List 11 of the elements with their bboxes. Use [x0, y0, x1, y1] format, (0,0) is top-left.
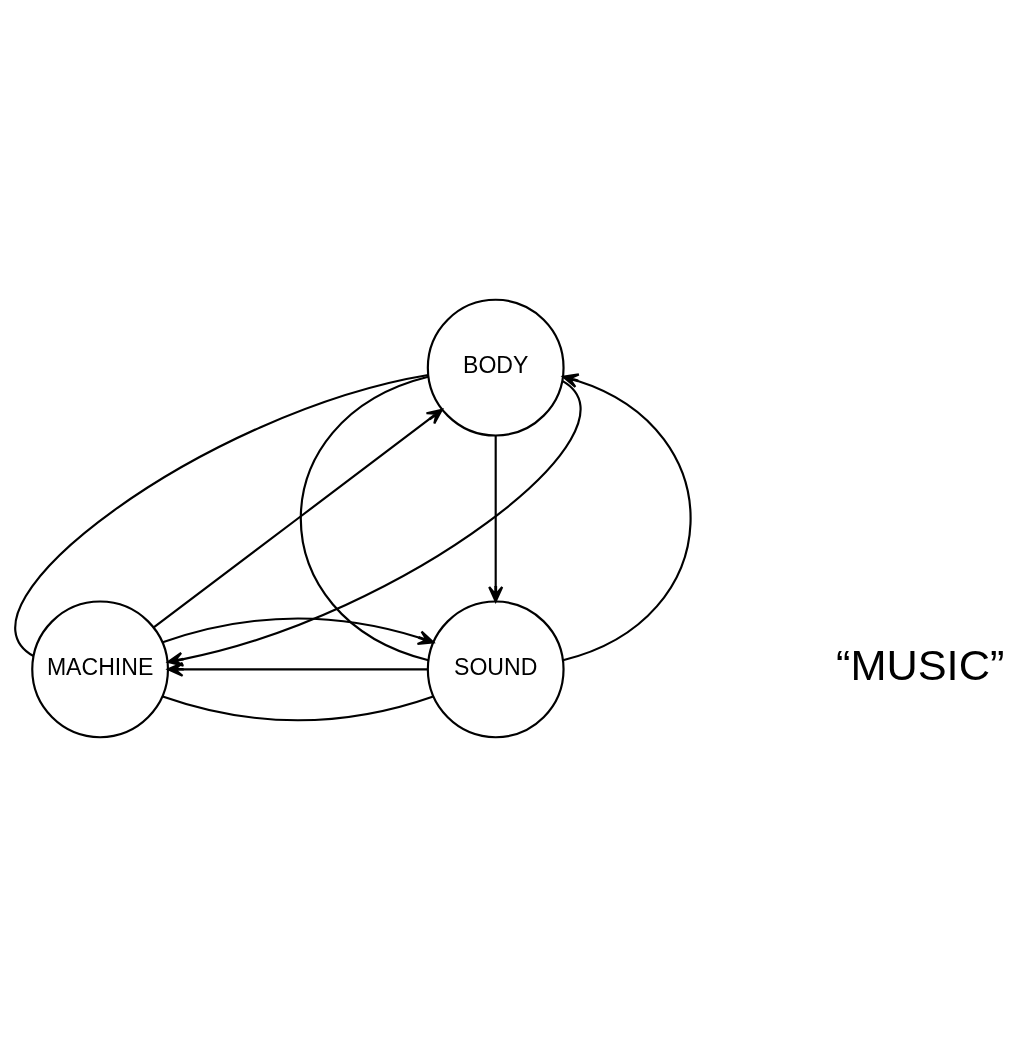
arrow: [167, 661, 428, 677]
connector: [15, 373, 429, 657]
arrow: [562, 373, 692, 662]
label: “MUSIC”: [835, 641, 1005, 690]
connector: [299, 375, 429, 662]
node-circle: MACHINE: [31, 600, 170, 739]
connector: [162, 695, 434, 722]
arrow: [488, 435, 504, 603]
arrow: [153, 408, 443, 629]
node-circle: SOUND: [426, 600, 565, 739]
arrow: [162, 617, 435, 645]
